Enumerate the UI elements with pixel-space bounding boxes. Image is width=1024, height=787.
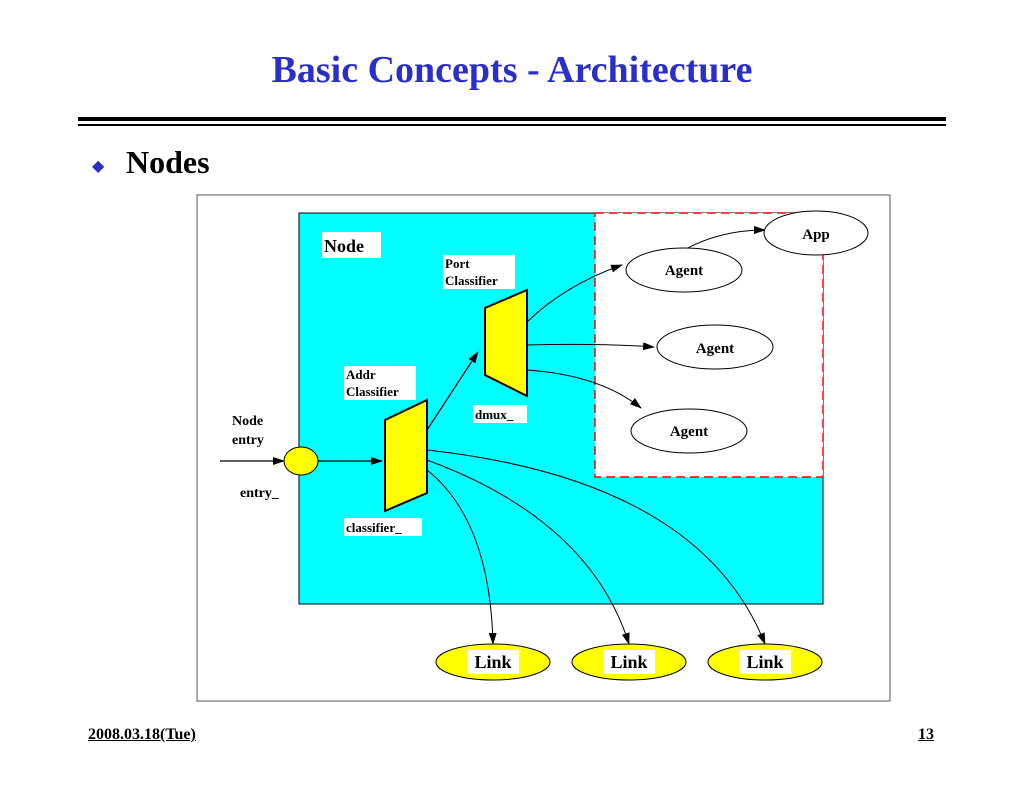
- agent-label-2: Agent: [696, 341, 734, 357]
- node-label: Node: [324, 236, 364, 256]
- port-to-agent-1-arrow: [526, 264, 623, 323]
- link-label-bg-1: [468, 650, 519, 674]
- addr-classifier-label-1: Addr: [346, 367, 376, 382]
- app-label: App: [802, 227, 830, 243]
- addr-classifier-shape: [384, 398, 428, 513]
- agent-ellipse-3: [630, 408, 748, 454]
- addr-classifier-label-bg: [344, 366, 416, 400]
- port-classifier-shape: [484, 288, 528, 398]
- link-label-2: Link: [610, 652, 647, 672]
- port-to-agent-2-arrow: [526, 342, 655, 351]
- node-entry-label-1: Node: [232, 414, 263, 429]
- agent-label-1: Agent: [665, 263, 703, 279]
- link-label-bg-3: [740, 650, 791, 674]
- classifier-to-link-3-arrow: [426, 449, 766, 645]
- link-label-1: Link: [474, 652, 511, 672]
- classifier-var-label-bg: [344, 518, 422, 536]
- page-number: 13: [918, 726, 934, 743]
- app-ellipse: [763, 210, 869, 256]
- agent-ellipse-2: [656, 324, 774, 370]
- agent-ellipse-1: [625, 247, 743, 293]
- agent-to-app-arrow: [683, 226, 766, 251]
- dmux-var-label: dmux_: [475, 407, 514, 422]
- bullet-nodes: Nodes: [126, 144, 210, 180]
- classifier-to-link-1-arrow: [426, 469, 497, 645]
- node-entry-label-2: entry: [232, 433, 264, 448]
- addr-to-port-arrow: [426, 351, 479, 431]
- agent-label-3: Agent: [670, 424, 708, 440]
- link-label-bg-2: [604, 650, 655, 674]
- title-rule: [78, 117, 946, 121]
- title-rule-thin: [78, 124, 946, 126]
- entry-var-label: entry_: [240, 486, 280, 501]
- port-classifier-label-2: Classifier: [445, 273, 498, 288]
- port-classifier-label-1: Port: [445, 256, 470, 271]
- dmux-var-label-bg: [473, 405, 527, 423]
- slide-title: Basic Concepts - Architecture: [271, 49, 753, 91]
- node-label-bg: [322, 232, 381, 258]
- link-label-3: Link: [746, 652, 783, 672]
- diamond-bullet-icon: ◆: [92, 158, 105, 175]
- footer-date: 2008.03.18(Tue): [88, 726, 196, 743]
- addr-classifier-label-2: Classifier: [346, 384, 399, 399]
- port-to-agent-3-arrow: [526, 369, 642, 409]
- classifier-to-link-2-arrow: [426, 459, 630, 645]
- port-classifier-label-bg: [443, 255, 515, 289]
- entry-point: [283, 446, 319, 476]
- classifier-var-label: classifier_: [346, 520, 402, 535]
